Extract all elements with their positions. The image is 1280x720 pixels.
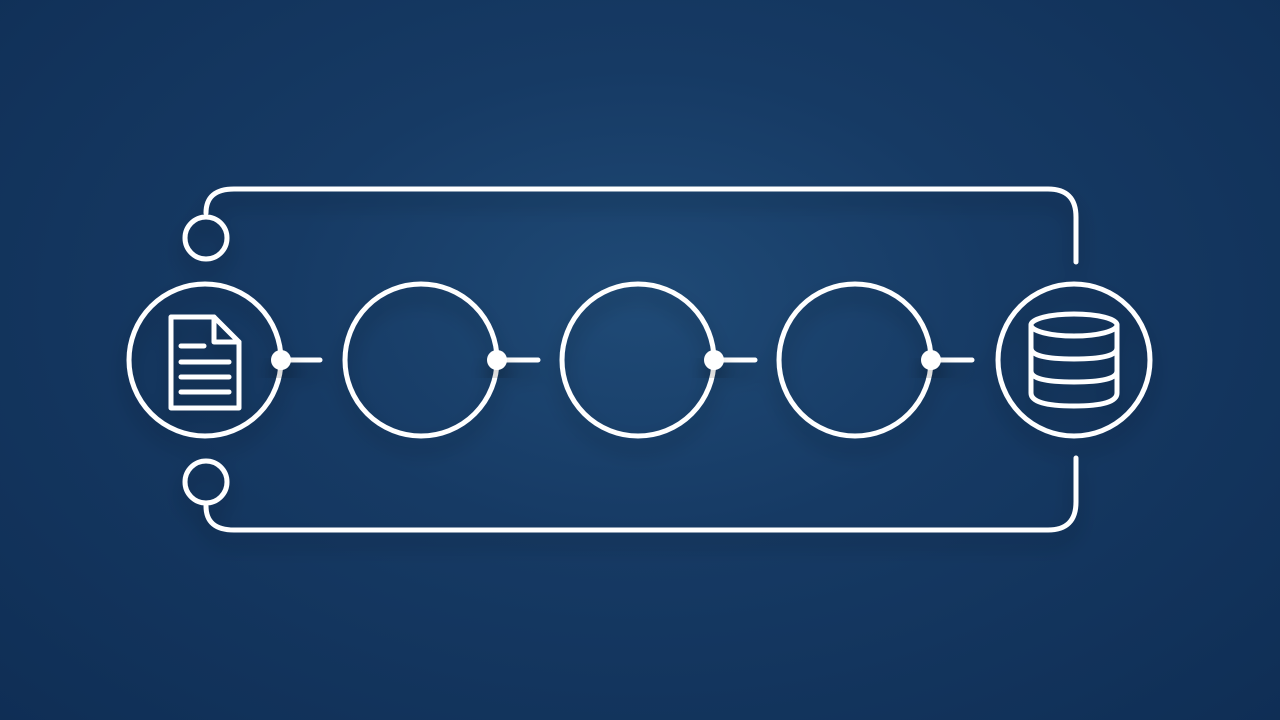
junction-dot-1 (271, 350, 291, 370)
step-node-2 (559, 281, 717, 439)
database-icon (1028, 311, 1120, 409)
bottom-loop-connector (203, 455, 1079, 533)
junction-dot-3 (704, 350, 724, 370)
junction-dot-2 (487, 350, 507, 370)
sink-node (995, 281, 1153, 439)
document-icon (168, 314, 242, 411)
step-node-3 (776, 281, 934, 439)
top-port (182, 214, 230, 262)
top-loop-connector (203, 186, 1079, 265)
bottom-port (182, 458, 230, 506)
junction-dot-4 (921, 350, 941, 370)
step-node-1 (342, 281, 500, 439)
